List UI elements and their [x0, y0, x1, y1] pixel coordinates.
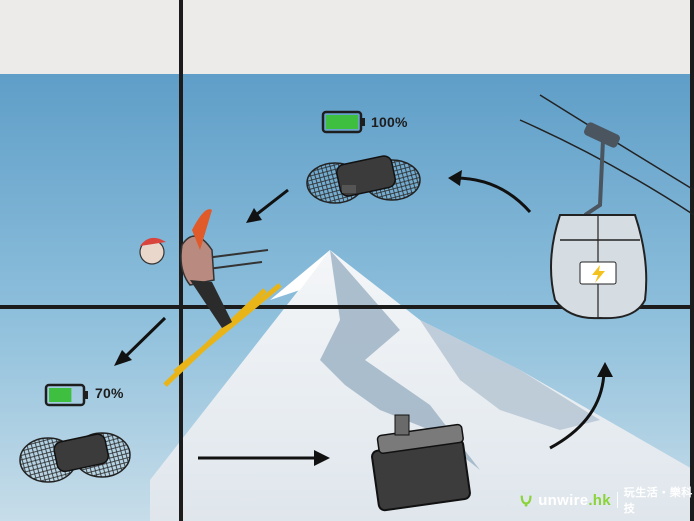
arrow-icon: [198, 450, 330, 466]
watermark-divider: [616, 492, 618, 508]
watermark-tagline: 玩生活・樂科技: [623, 487, 693, 515]
wall-top: [0, 0, 694, 74]
battery-percentage-label: 100%: [371, 114, 408, 130]
battery-icon: [44, 383, 88, 407]
screen-seam-horizontal: [0, 305, 694, 309]
charging-case-icon: [371, 414, 471, 512]
arrow-icon: [448, 170, 532, 213]
skier-icon: [139, 209, 282, 387]
screen-seam-vertical-right: [690, 0, 694, 521]
arrow-icon: [114, 316, 167, 366]
logo-icon: [520, 495, 532, 507]
cable-car-icon: [519, 94, 694, 320]
watermark-brand: unwire.hk: [538, 491, 611, 509]
battery-percentage-label: 70%: [95, 385, 124, 401]
lightning-icon: [592, 265, 605, 283]
battery-icon: [321, 110, 365, 134]
site-watermark: unwire.hk 玩生活・樂科技: [520, 487, 694, 515]
drone-icon: [19, 432, 131, 483]
arrow-icon: [246, 188, 289, 223]
drone-icon: [306, 155, 421, 204]
arrow-icon: [549, 362, 613, 450]
